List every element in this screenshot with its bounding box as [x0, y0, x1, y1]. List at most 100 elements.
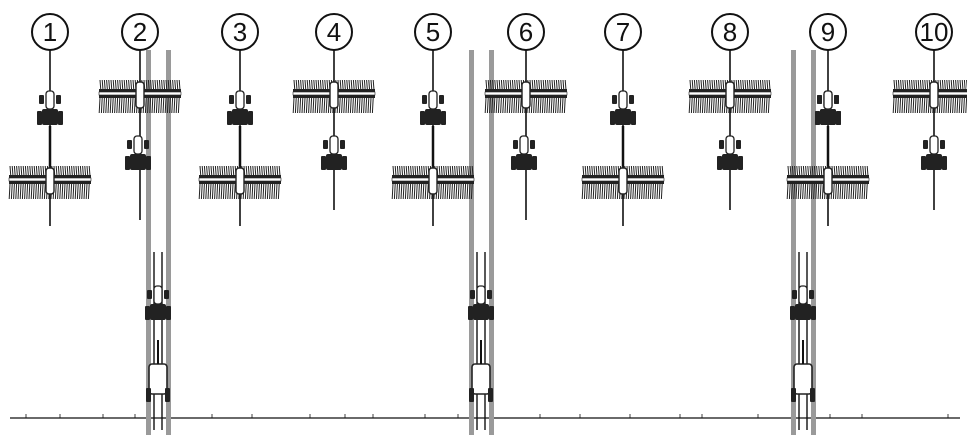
rear-wheel	[342, 156, 347, 170]
rear-wheel	[942, 156, 947, 170]
tractor-bonnet	[519, 135, 529, 155]
pass-number-label: 7	[616, 17, 630, 47]
front-wheel	[422, 95, 427, 104]
seed-drill	[484, 79, 568, 114]
rear-wheel	[145, 306, 150, 320]
front-wheel	[229, 95, 234, 104]
pass-number-label: 2	[133, 17, 147, 47]
front-wheel	[323, 140, 328, 149]
pass-10: 10	[892, 13, 967, 210]
tractor	[815, 90, 841, 125]
pass-9: 9	[786, 13, 870, 226]
front-wheel	[629, 95, 634, 104]
tractor-cab	[473, 304, 489, 320]
tractor-cab	[130, 154, 146, 170]
tramline-track	[811, 50, 816, 435]
tramline-track	[146, 50, 151, 435]
tractor	[511, 135, 537, 170]
tractor-bonnet	[329, 135, 339, 155]
front-wheel	[612, 95, 617, 104]
sprayer-tank	[793, 363, 813, 395]
rear-wheel	[532, 156, 537, 170]
drill-hopper	[45, 167, 55, 195]
front-wheel	[127, 140, 132, 149]
rear-wheel	[610, 111, 615, 125]
sprayer-wheel	[488, 388, 493, 402]
seeding-passes: 1 2 3 4 5 6 7 8 9 10	[8, 13, 967, 226]
rear-wheel	[248, 111, 253, 125]
rear-wheel	[489, 306, 494, 320]
tractor-bonnet	[823, 90, 833, 110]
pass-number-label: 6	[519, 17, 533, 47]
pass-3: 3	[198, 13, 282, 226]
tractor-cab	[425, 109, 441, 125]
tractor	[468, 285, 494, 320]
front-wheel	[147, 290, 152, 299]
seed-drill	[391, 165, 475, 200]
tractor-bonnet	[45, 90, 55, 110]
rear-wheel	[227, 111, 232, 125]
front-wheel	[56, 95, 61, 104]
tractor	[125, 135, 151, 170]
pass-1: 1	[8, 13, 92, 226]
tractor	[321, 135, 347, 170]
seed-drill	[98, 79, 182, 114]
rear-wheel	[441, 111, 446, 125]
front-wheel	[164, 290, 169, 299]
drill-hopper	[823, 167, 833, 195]
drill-hopper	[135, 81, 145, 109]
rear-wheel	[511, 156, 516, 170]
seed-drill	[8, 165, 92, 200]
sprayer-tractors	[145, 252, 816, 430]
sprayer-wheel	[810, 388, 815, 402]
tramline-track	[166, 50, 171, 435]
pass-4: 4	[292, 13, 376, 210]
sprayer-tank	[148, 363, 168, 395]
tramline-tracks	[146, 50, 816, 435]
front-wheel	[940, 140, 945, 149]
front-wheel	[834, 95, 839, 104]
rear-wheel	[166, 306, 171, 320]
tractor	[227, 90, 253, 125]
rear-wheel	[738, 156, 743, 170]
tractor-cab	[926, 154, 942, 170]
sprayer-unit	[468, 252, 494, 430]
sprayer-wheel	[791, 388, 796, 402]
pass-6: 6	[484, 13, 568, 220]
pass-5: 5	[391, 13, 475, 226]
front-wheel	[39, 95, 44, 104]
pass-number-label: 4	[327, 17, 341, 47]
tractor	[921, 135, 947, 170]
front-wheel	[439, 95, 444, 104]
rear-wheel	[717, 156, 722, 170]
tractor-cab	[820, 109, 836, 125]
rear-wheel	[811, 306, 816, 320]
rear-wheel	[468, 306, 473, 320]
sprayer-wheel	[469, 388, 474, 402]
drill-hopper	[618, 167, 628, 195]
front-wheel	[719, 140, 724, 149]
front-wheel	[340, 140, 345, 149]
front-wheel	[809, 290, 814, 299]
pass-number-label: 8	[723, 17, 737, 47]
front-wheel	[817, 95, 822, 104]
rear-wheel	[790, 306, 795, 320]
rear-wheel	[146, 156, 151, 170]
pass-7: 7	[581, 13, 665, 226]
sprayer-tank	[471, 363, 491, 395]
tramline-track	[469, 50, 474, 435]
pass-number-label: 3	[233, 17, 247, 47]
drill-hopper	[329, 81, 339, 109]
tractor-cab	[516, 154, 532, 170]
rear-wheel	[815, 111, 820, 125]
tractor-bonnet	[133, 135, 143, 155]
seed-drill	[892, 79, 967, 114]
pass-number-label: 1	[43, 17, 57, 47]
pass-number-label: 10	[920, 17, 949, 47]
rear-wheel	[58, 111, 63, 125]
front-wheel	[530, 140, 535, 149]
drill-hopper	[235, 167, 245, 195]
rear-wheel	[37, 111, 42, 125]
front-wheel	[792, 290, 797, 299]
